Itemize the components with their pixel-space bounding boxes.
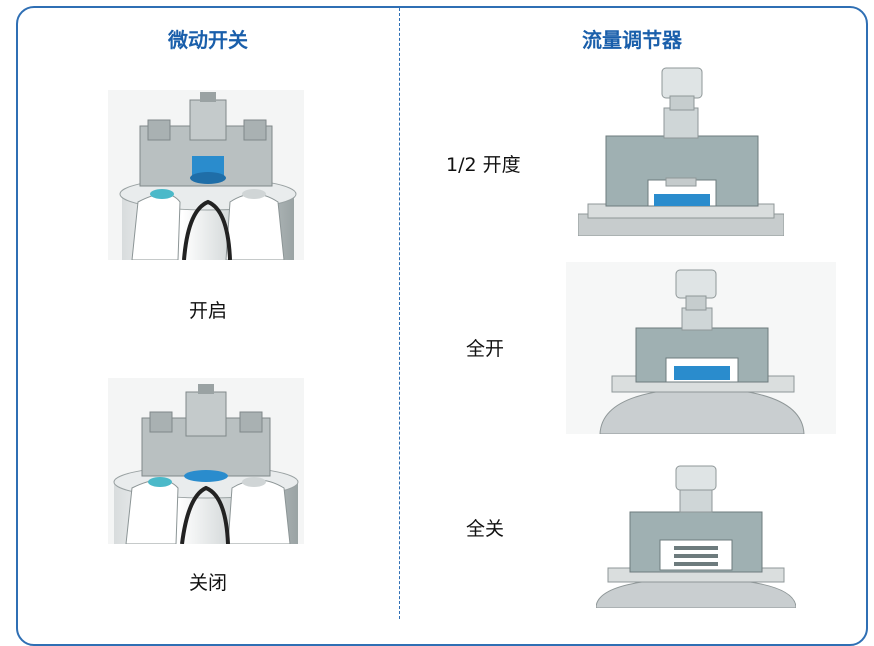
column-divider bbox=[399, 8, 400, 619]
micro-switch-open-image bbox=[108, 90, 304, 260]
flow-half-open-label: 1/2 开度 bbox=[446, 154, 521, 176]
flow-regulator-title: 流量调节器 bbox=[582, 28, 682, 52]
micro-switch-closed-label: 关闭 bbox=[188, 572, 228, 594]
micro-switch-open-label: 开启 bbox=[188, 300, 228, 322]
flow-half-open-image bbox=[578, 66, 784, 236]
flow-fully-closed-label: 全关 bbox=[466, 518, 505, 540]
micro-switch-closed-image bbox=[108, 378, 304, 544]
flow-fully-open-label: 全开 bbox=[466, 338, 505, 360]
flow-fully-closed-image bbox=[596, 462, 796, 608]
micro-switch-title: 微动开关 bbox=[168, 28, 248, 52]
flow-fully-open-image bbox=[566, 262, 836, 434]
